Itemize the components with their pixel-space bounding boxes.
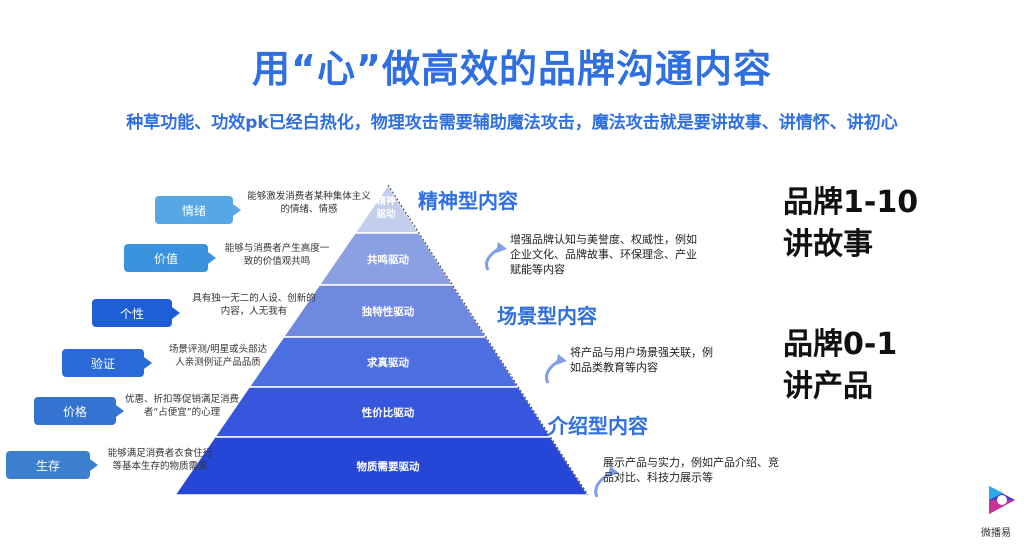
brand-0-1-heading: 品牌0-1 — [783, 327, 898, 362]
pyramid-tier-label: 性价比驱动 — [361, 407, 415, 419]
category-head-intro: 介绍型内容 — [548, 414, 648, 438]
pyramid-tier-label: 物质需要驱动 — [356, 461, 420, 473]
tell-product-heading: 讲产品 — [783, 369, 873, 404]
pyramid-tier-label: 求真驱动 — [367, 357, 409, 369]
tag-label: 验证 — [62, 349, 144, 377]
brand-1-10-heading: 品牌1-10 — [783, 185, 919, 220]
logo-text: 微播易 — [981, 528, 1011, 539]
tag-pointer — [90, 459, 98, 471]
tell-story-heading: 讲故事 — [783, 227, 873, 262]
tag-description: 优惠、折扣等促销满足消费者“占便宜”的心理 — [124, 394, 239, 418]
tag-label: 生存 — [6, 451, 90, 479]
arrow-head — [556, 354, 567, 365]
tag-pointer — [172, 307, 180, 319]
page-title: 用“心”做高效的品牌沟通内容 — [252, 47, 772, 91]
tag-label: 情绪 — [155, 196, 233, 224]
pyramid-tier-label: 独特性驱动 — [361, 306, 415, 318]
page-subtitle: 种草功能、功效pk已经白热化，物理攻击需要辅助魔法攻击，魔法攻击就是要讲故事、讲… — [126, 113, 898, 133]
tag-description: 场景评测/明星或头部达人亲测例证产品品质 — [168, 344, 268, 368]
tag-pointer — [208, 252, 216, 264]
pyramid-dotted-edge — [387, 184, 589, 496]
category-desc-intro: 展示产品与实力，例如产品介绍、竞品对比、科技力展示等 — [603, 456, 779, 484]
tag-pointer — [144, 357, 152, 369]
pyramid-tier-label: 共鸣驱动 — [367, 254, 409, 266]
arrow-head — [608, 466, 619, 477]
category-head-spiritual: 精神型内容 — [418, 189, 518, 213]
category-desc-spiritual: 增强品牌认知与美誉度、权威性，例如企业文化、品牌故事、环保理念、产业赋能等内容 — [510, 233, 697, 276]
tag-pointer — [233, 204, 241, 216]
tag-pointer — [116, 405, 124, 417]
tag-label: 价格 — [34, 397, 116, 425]
logo-icon — [989, 486, 1015, 514]
category-head-scene: 场景型内容 — [497, 304, 597, 328]
pyramid-tier-label: 精神 驱动 — [376, 196, 396, 220]
tag-description: 具有独一无二的人设、创新的内容，人无我有 — [192, 293, 316, 317]
arrow-head — [496, 242, 507, 253]
category-desc-scene: 将产品与用户场景强关联，例如品类教育等内容 — [570, 346, 713, 374]
tag-description: 能够与消费者产生高度一致的价值观共鸣 — [224, 243, 330, 267]
tag-description: 能够满足消费者衣食住行等基本生存的物质需求 — [107, 448, 213, 472]
tag-label: 个性 — [92, 299, 172, 327]
tag-description: 能够激发消费者某种集体主义的情绪、情感 — [247, 191, 371, 215]
tag-label: 价值 — [124, 244, 208, 272]
